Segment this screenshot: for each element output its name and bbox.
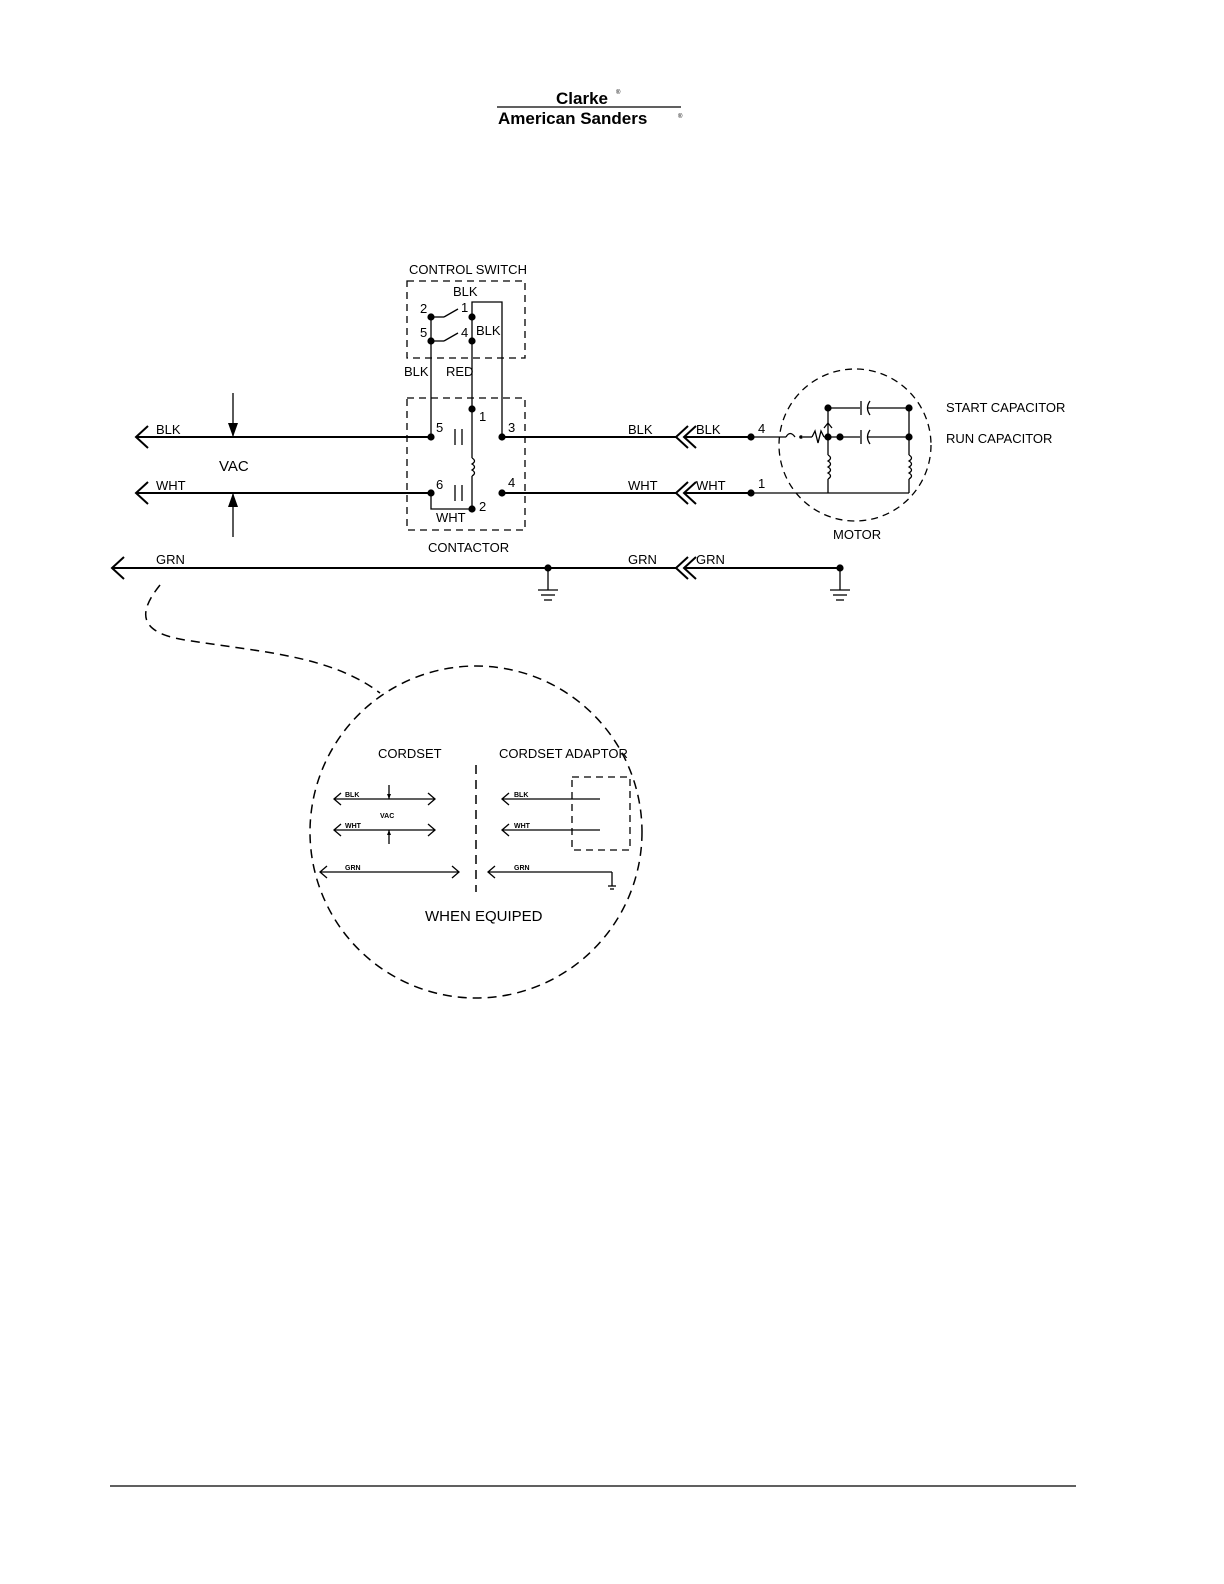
start-capacitor-label: START CAPACITOR [946, 400, 1065, 415]
blk-supply-label: BLK [156, 422, 181, 437]
cordset-vac-label: VAC [380, 813, 394, 820]
wht-connector-left-label: WHT [628, 478, 658, 493]
contactor-terminal-2: 2 [479, 499, 486, 514]
switch-contact-a-blade [444, 309, 458, 317]
logo-registered-mark-1: ® [616, 89, 621, 96]
control-switch-terminal-5: 5 [420, 325, 427, 340]
contactor-terminal-2-dot [468, 505, 475, 512]
vac-label: VAC [219, 458, 249, 475]
blk-connector-right-label: BLK [696, 422, 721, 437]
logo-clarke: Clarke [556, 89, 608, 108]
control-switch-terminal-2: 2 [420, 301, 427, 316]
contactor-jumper-label: WHT [436, 510, 466, 525]
contactor-title: CONTACTOR [428, 540, 509, 555]
logo-american-sanders: American Sanders [498, 109, 647, 128]
cordset-detail: CORDSET CORDSET ADAPTOR BLK WHT VAC GRN … [146, 585, 642, 998]
switch-blk-down-label: BLK [404, 364, 429, 379]
run-capacitor-label: RUN CAPACITOR [946, 431, 1052, 446]
switch-terminal-2-dot [427, 313, 434, 320]
contactor-terminal-1: 1 [479, 409, 486, 424]
thermal-protector-arc [786, 434, 795, 438]
contactor-terminal-4: 4 [508, 475, 515, 490]
contactor-terminal-3: 3 [508, 420, 515, 435]
cordset-wht-label: WHT [345, 823, 362, 830]
motor-terminal-4: 4 [758, 421, 765, 436]
wht-connector-right-label: WHT [696, 478, 726, 493]
contactor-terminal-5: 5 [436, 420, 443, 435]
motor-terminal-1: 1 [758, 476, 765, 491]
vac-arrow-bottom-head [228, 493, 238, 507]
cordset-vac-arrow-bottom-head [387, 830, 391, 835]
run-cap-node-left [836, 433, 843, 440]
grn-connector-right-label: GRN [696, 552, 725, 567]
cordset-grn-label: GRN [345, 865, 361, 872]
detail-leader-line [146, 585, 380, 693]
control-switch-wire-right-label: BLK [476, 323, 501, 338]
contactor-terminal-6: 6 [436, 477, 443, 492]
control-switch-wire-top-label: BLK [453, 284, 478, 299]
grn-supply-label: GRN [156, 552, 185, 567]
motor-title: MOTOR [833, 527, 881, 542]
cordset-blk-label: BLK [345, 792, 359, 799]
vac-arrow-top-head [228, 423, 238, 437]
adaptor-wht-label: WHT [514, 823, 531, 830]
contactor-coil [472, 458, 475, 476]
supply-lines: BLK WHT VAC GRN [112, 393, 676, 600]
heater-element [812, 431, 824, 443]
brand-logo: Clarke ® American Sanders ® [497, 89, 683, 128]
load-wires: BLK WHT GRN [502, 422, 676, 567]
cordset-title: CORDSET [378, 746, 442, 761]
wht-supply-label: WHT [156, 478, 186, 493]
logo-registered-mark-2: ® [678, 113, 683, 120]
switch-red-down-label: RED [446, 364, 473, 379]
control-switch-terminal-1: 1 [461, 300, 468, 315]
contactor-wht-jumper [431, 493, 472, 509]
adaptor-box [572, 777, 630, 850]
motor-connector: BLK WHT GRN [676, 422, 850, 600]
thermal-protector-contact [799, 435, 803, 439]
contactor: CONTACTOR 5 1 3 6 2 4 WHT [407, 398, 525, 555]
motor-boundary [779, 369, 931, 521]
main-winding [828, 455, 831, 479]
blk-connector-left-label: BLK [628, 422, 653, 437]
motor: MOTOR 4 1 [751, 369, 1065, 542]
switch-terminal-1-dot [468, 313, 475, 320]
control-switch-terminal-4: 4 [461, 325, 468, 340]
start-winding [909, 455, 912, 479]
control-switch-title: CONTROL SWITCH [409, 262, 527, 277]
switch-contact-b-blade [444, 333, 458, 341]
cordset-adaptor-title: CORDSET ADAPTOR [499, 746, 628, 761]
cordset-vac-arrow-top-head [387, 794, 391, 799]
adaptor-grn-label: GRN [514, 865, 530, 872]
contactor-box [407, 398, 525, 530]
adaptor-blk-label: BLK [514, 792, 528, 799]
contactor-terminal-1-dot [468, 405, 475, 412]
when-equiped-note: WHEN EQUIPED [425, 908, 543, 925]
grn-connector-left-label: GRN [628, 552, 657, 567]
control-switch: CONTROL SWITCH BLK BLK 2 1 5 4 BLK RED [404, 262, 527, 437]
